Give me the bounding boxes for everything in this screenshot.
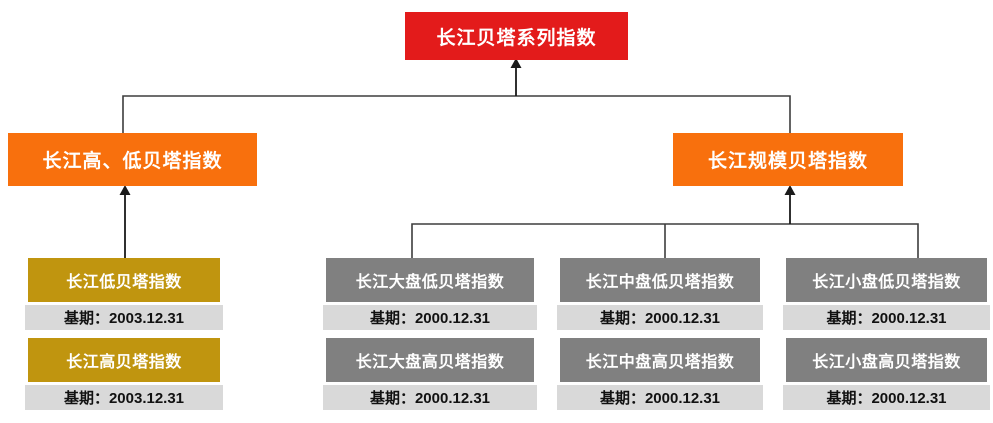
leaf-base-period: 基期：2003.12.31 (25, 385, 223, 410)
arrowhead-to-high-low-icon (119, 185, 131, 195)
arrowhead-to-scale-icon (784, 185, 796, 195)
leaf-card-large-cap-high-beta: 长江大盘高贝塔指数 基期：2000.12.31 (323, 338, 537, 410)
node-root-series-index: 长江贝塔系列指数 (405, 12, 628, 60)
leaf-base-period: 基期：2000.12.31 (557, 385, 763, 410)
leaf-card-low-beta: 长江低贝塔指数 基期：2003.12.31 (25, 258, 223, 330)
leaf-name: 长江中盘低贝塔指数 (560, 258, 760, 302)
leaf-name: 长江小盘低贝塔指数 (786, 258, 987, 302)
leaf-card-mid-cap-high-beta: 长江中盘高贝塔指数 基期：2000.12.31 (557, 338, 763, 410)
leaf-card-mid-cap-low-beta: 长江中盘低贝塔指数 基期：2000.12.31 (557, 258, 763, 330)
leaf-base-period: 基期：2003.12.31 (25, 305, 223, 330)
leaf-name: 长江小盘高贝塔指数 (786, 338, 987, 382)
leaf-card-high-beta: 长江高贝塔指数 基期：2003.12.31 (25, 338, 223, 410)
leaf-card-small-cap-high-beta: 长江小盘高贝塔指数 基期：2000.12.31 (783, 338, 990, 410)
leaf-name: 长江大盘高贝塔指数 (326, 338, 534, 382)
leaf-card-small-cap-low-beta: 长江小盘低贝塔指数 基期：2000.12.31 (783, 258, 990, 330)
leaf-name: 长江大盘低贝塔指数 (326, 258, 534, 302)
node-scale-beta-index: 长江规模贝塔指数 (673, 133, 903, 186)
node-high-low-beta-index: 长江高、低贝塔指数 (8, 133, 257, 186)
leaf-base-period: 基期：2000.12.31 (323, 385, 537, 410)
leaf-base-period: 基期：2000.12.31 (783, 385, 990, 410)
leaf-base-period: 基期：2000.12.31 (557, 305, 763, 330)
leaf-base-period: 基期：2000.12.31 (323, 305, 537, 330)
leaf-name: 长江低贝塔指数 (28, 258, 220, 302)
connector-scale-branch (411, 223, 919, 258)
leaf-card-large-cap-low-beta: 长江大盘低贝塔指数 基期：2000.12.31 (323, 258, 537, 330)
leaf-name: 长江中盘高贝塔指数 (560, 338, 760, 382)
connector-root-branch (122, 95, 791, 133)
leaf-base-period: 基期：2000.12.31 (783, 305, 990, 330)
leaf-name: 长江高贝塔指数 (28, 338, 220, 382)
